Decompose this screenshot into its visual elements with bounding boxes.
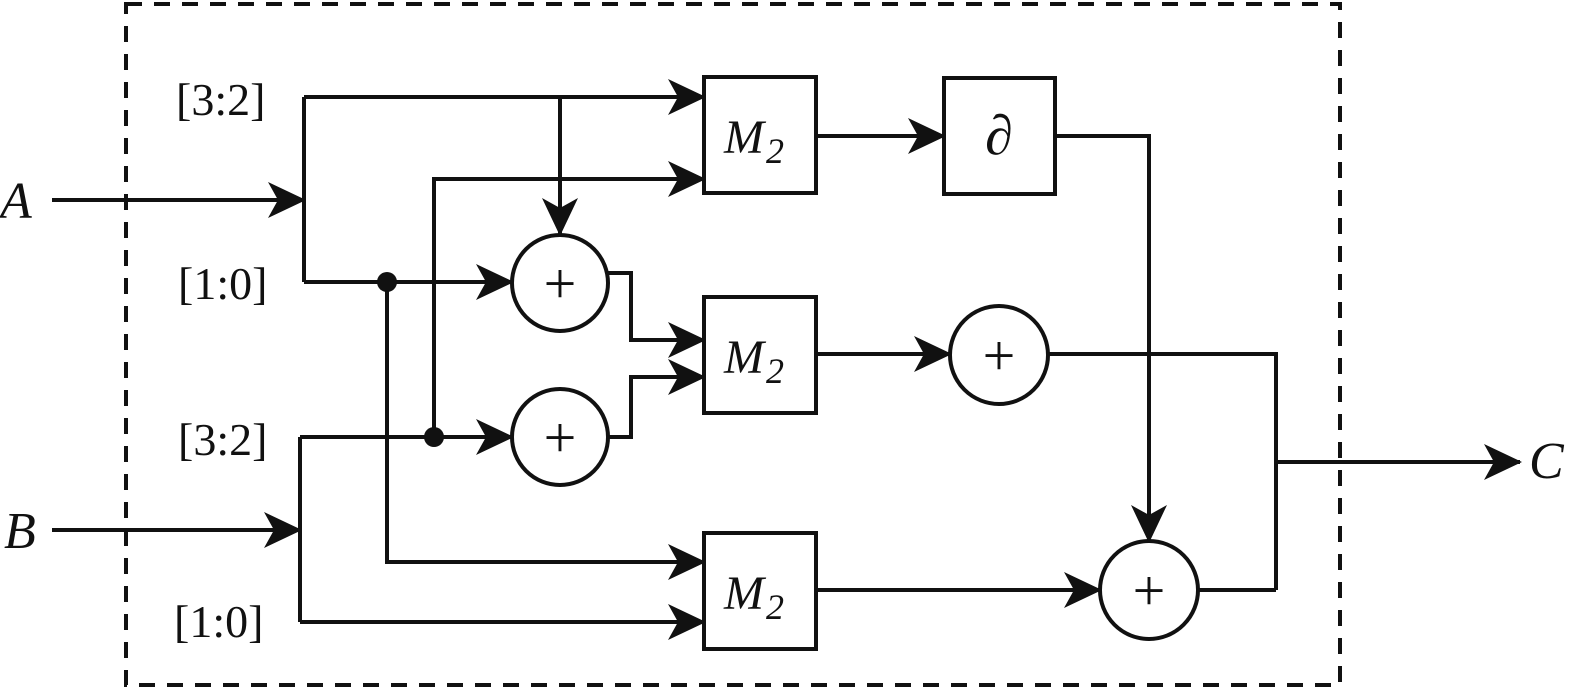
a-high-bits-label: [3:2] (176, 74, 265, 125)
a-low-bits-label: [1:0] (178, 258, 267, 309)
multiplier-block-top: M2 (702, 75, 818, 195)
b-high-bits-label: [3:2] (178, 414, 267, 465)
partial-symbol: ∂ (985, 105, 1013, 167)
multiplier-block-bottom: M2 (702, 531, 818, 651)
mid-adder-to-output (1049, 352, 1278, 590)
svg-text:M2: M2 (723, 567, 784, 627)
adder2-to-m2 (608, 359, 706, 439)
adder-lower-symbol: + (544, 405, 577, 470)
adder-top-symbol: + (544, 251, 577, 316)
multiplier-middle-subscript: 2 (766, 351, 784, 391)
multiplier-block-middle: M2 (702, 295, 818, 415)
svg-text:M2: M2 (723, 331, 784, 391)
adder-middle-right: + (948, 304, 1050, 406)
svg-text:M2: M2 (723, 111, 784, 171)
multiplier-top-subscript: 2 (766, 131, 784, 171)
input-a-label: A (0, 173, 32, 230)
partial-to-final-adder (1055, 134, 1167, 543)
output-c-label: C (1529, 433, 1565, 490)
multiplier-bottom-subscript: 2 (766, 587, 784, 627)
adder-lower: + (510, 387, 610, 487)
b-high-to-m1 (432, 161, 706, 437)
adder-middle-right-symbol: + (983, 323, 1016, 388)
module-boundary (124, 2, 1342, 687)
adder1-to-m2 (608, 271, 706, 358)
partial-block: ∂ (942, 76, 1057, 196)
input-b-label: B (4, 503, 36, 560)
adder-final-symbol: + (1133, 558, 1166, 623)
junction-dot-b-high (424, 427, 444, 447)
multiplier-middle-symbol: M (723, 331, 767, 384)
b-low-bits-label: [1:0] (174, 596, 263, 647)
adder-final: + (1098, 539, 1200, 641)
multiplier-bottom-symbol: M (723, 567, 767, 620)
multiplier-top-symbol: M (723, 111, 767, 164)
junction-dot-a-low (377, 272, 397, 292)
adder-top: + (510, 233, 610, 333)
a-low-to-m3 (385, 282, 706, 580)
